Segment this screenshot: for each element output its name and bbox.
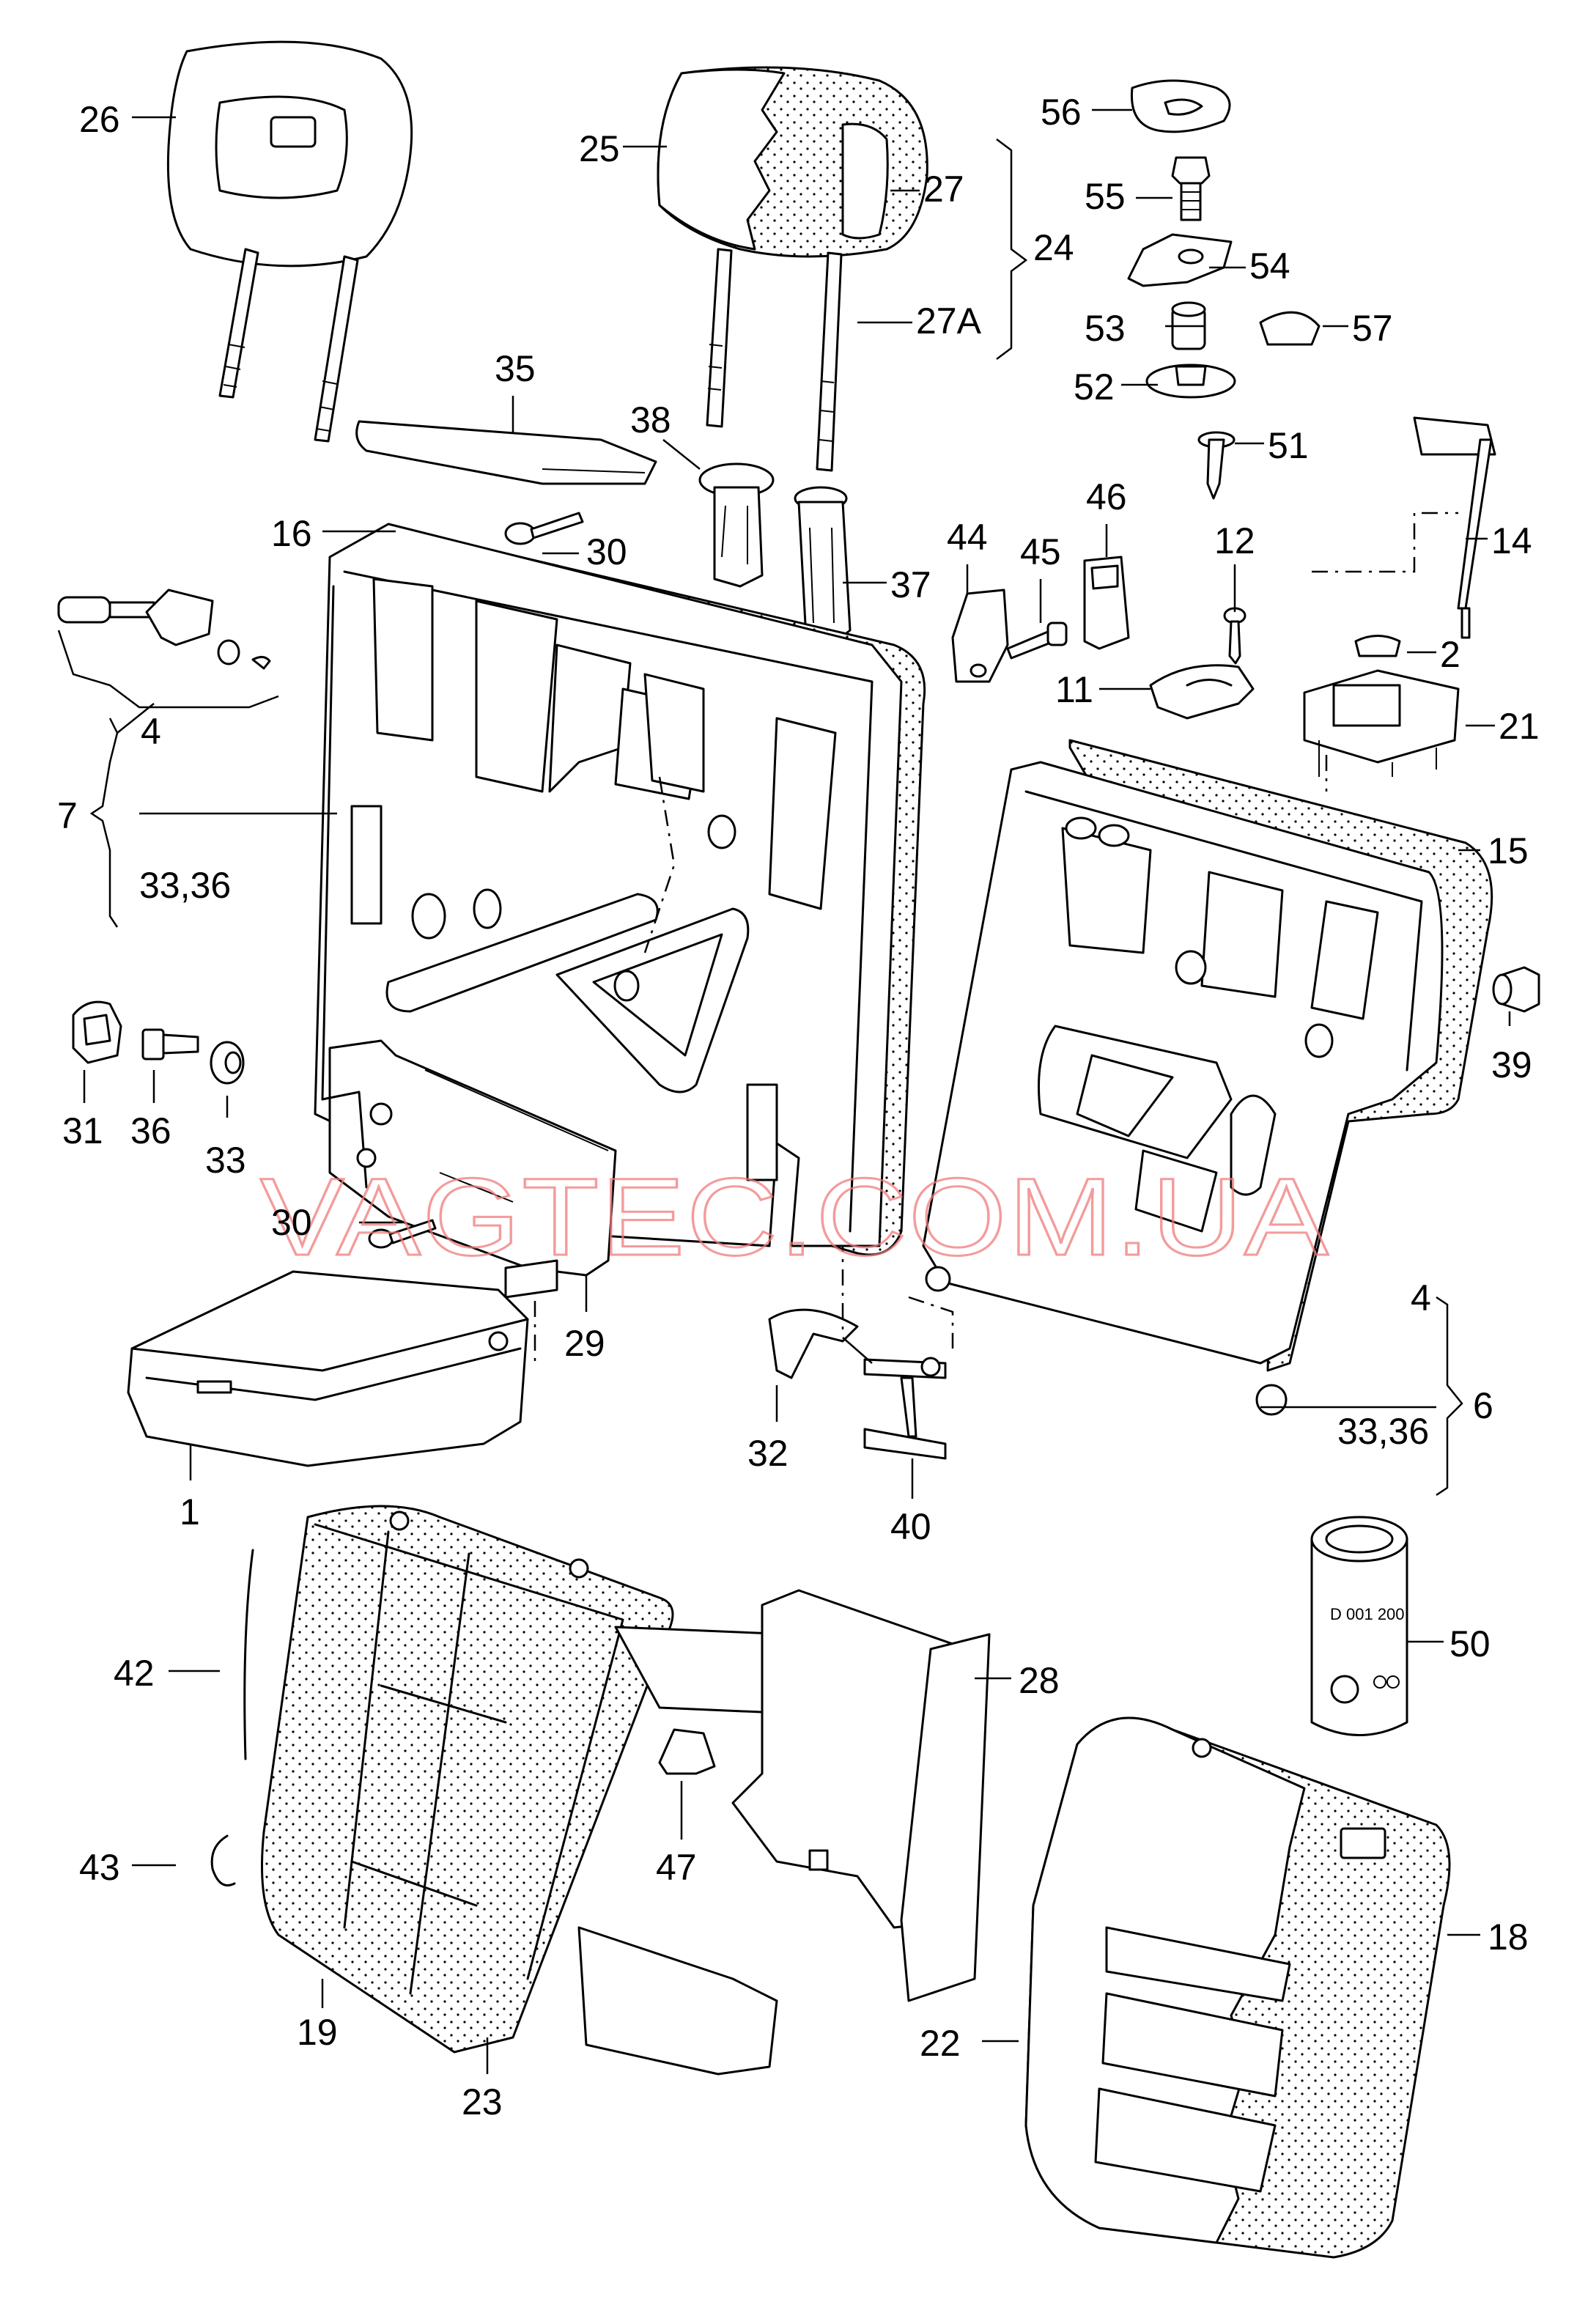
- callout-53[interactable]: 53: [1085, 308, 1126, 349]
- callout-12[interactable]: 12: [1214, 520, 1255, 561]
- callout-16[interactable]: 16: [271, 513, 312, 554]
- clip-43-drawing: [210, 1834, 236, 1886]
- headrest-26-drawing: [166, 40, 413, 443]
- callout-54[interactable]: 54: [1249, 246, 1290, 287]
- washer-33-drawing: [210, 1041, 245, 1085]
- callout-36[interactable]: 36: [130, 1110, 171, 1151]
- callout-40[interactable]: 40: [890, 1506, 931, 1547]
- backrest-frame-15-drawing: [922, 739, 1493, 1416]
- callout-27[interactable]: 27: [923, 169, 964, 210]
- callout-44[interactable]: 44: [947, 517, 988, 558]
- clip-31-drawing: [72, 1000, 122, 1064]
- callout-22[interactable]: 22: [920, 2023, 961, 2064]
- callout-56[interactable]: 56: [1041, 92, 1082, 133]
- callout-33[interactable]: 33: [205, 1140, 246, 1181]
- cap-2-drawing: [1354, 635, 1401, 657]
- sleeve-53-drawing: [1171, 301, 1206, 350]
- release-housing-21-drawing: [1303, 669, 1460, 777]
- callout-32[interactable]: 32: [747, 1433, 788, 1474]
- screw-12-drawing: [1223, 607, 1247, 665]
- callout-55[interactable]: 55: [1085, 176, 1126, 217]
- watermark: VAGTEC.COM.UA: [260, 1155, 1330, 1278]
- clip-47-drawing: [658, 1728, 716, 1775]
- guide-38-drawing: [698, 462, 775, 588]
- callout-33-36-right[interactable]: 33,36: [1337, 1411, 1429, 1452]
- callout-18[interactable]: 18: [1488, 1917, 1529, 1958]
- callout-labels: 26 25 27 24 27A 56 55 54 53 57 52 51 35 …: [57, 92, 1540, 2122]
- callout-1[interactable]: 1: [180, 1491, 200, 1532]
- screw-30-bottom-drawing: [368, 1219, 437, 1249]
- callout-47[interactable]: 47: [656, 1847, 697, 1888]
- backrest-frame-16-drawing: [314, 523, 926, 1256]
- callout-27a[interactable]: 27A: [916, 300, 982, 342]
- callout-57[interactable]: 57: [1352, 308, 1393, 349]
- backrest-cover-22-18-drawing: [1024, 1716, 1451, 2259]
- lock-parts-4-drawing: [57, 589, 271, 670]
- pin-51-drawing: [1197, 431, 1236, 500]
- callout-33-36-top[interactable]: 33,36: [139, 865, 231, 906]
- callout-52[interactable]: 52: [1074, 366, 1115, 407]
- callout-43[interactable]: 43: [79, 1847, 120, 1888]
- callout-19[interactable]: 19: [297, 2012, 338, 2053]
- clip-56-drawing: [1130, 79, 1231, 133]
- can-label: D 001 200: [1330, 1605, 1405, 1623]
- callout-23[interactable]: 23: [462, 2081, 503, 2122]
- bumper-39-drawing: [1492, 966, 1540, 1013]
- release-lever-14-drawing: [1413, 416, 1496, 639]
- callout-29[interactable]: 29: [564, 1323, 605, 1364]
- seat-cushion-1-drawing: [127, 1270, 529, 1467]
- pivot-pin-40-drawing: [863, 1357, 947, 1460]
- callout-2[interactable]: 2: [1440, 634, 1460, 675]
- callout-51[interactable]: 51: [1268, 425, 1309, 466]
- grease-can-50-drawing: [1310, 1516, 1408, 1736]
- callout-30-top[interactable]: 30: [586, 531, 627, 572]
- callout-35[interactable]: 35: [495, 348, 536, 389]
- callout-50[interactable]: 50: [1449, 1623, 1491, 1664]
- callout-30-bottom[interactable]: 30: [271, 1202, 312, 1243]
- screw-45-drawing: [1006, 621, 1068, 660]
- screw-30-top-drawing: [504, 512, 584, 545]
- callout-37[interactable]: 37: [890, 564, 931, 605]
- callout-4-right[interactable]: 4: [1411, 1277, 1431, 1318]
- hinge-bracket-29-drawing: [321, 1039, 617, 1299]
- washer-52-drawing: [1145, 364, 1236, 399]
- callout-14[interactable]: 14: [1491, 520, 1532, 561]
- callout-6[interactable]: 6: [1473, 1385, 1493, 1426]
- headrest-25-drawing: [657, 66, 928, 472]
- cover-clip-32-drawing: [768, 1308, 859, 1379]
- leader-lines: [57, 108, 1511, 2074]
- callout-42[interactable]: 42: [114, 1653, 155, 1694]
- bolt-55-drawing: [1171, 156, 1211, 221]
- callout-15[interactable]: 15: [1488, 830, 1529, 871]
- backrest-panel-28-drawing: [731, 1589, 991, 2002]
- callout-28[interactable]: 28: [1019, 1660, 1060, 1701]
- callout-11[interactable]: 11: [1055, 669, 1093, 710]
- cap-57-drawing: [1259, 311, 1321, 346]
- callout-39[interactable]: 39: [1491, 1044, 1532, 1085]
- callout-46[interactable]: 46: [1086, 476, 1127, 517]
- handle-11-drawing: [1149, 664, 1255, 720]
- callout-24[interactable]: 24: [1033, 227, 1074, 268]
- clip-46-drawing: [1083, 556, 1130, 650]
- guide-37-drawing: [794, 486, 852, 646]
- bracket-44-drawing: [951, 589, 1009, 683]
- callout-38[interactable]: 38: [630, 399, 671, 440]
- callout-26[interactable]: 26: [79, 99, 120, 140]
- callout-7[interactable]: 7: [57, 795, 78, 836]
- bolt-36-drawing: [141, 1028, 199, 1060]
- callout-25[interactable]: 25: [579, 128, 620, 169]
- callout-31[interactable]: 31: [62, 1110, 103, 1151]
- callout-45[interactable]: 45: [1020, 531, 1061, 572]
- callout-21[interactable]: 21: [1499, 706, 1540, 747]
- callout-4-top[interactable]: 4: [141, 711, 161, 752]
- wire-42-drawing: [243, 1549, 254, 1760]
- strip-35-drawing: [355, 420, 657, 485]
